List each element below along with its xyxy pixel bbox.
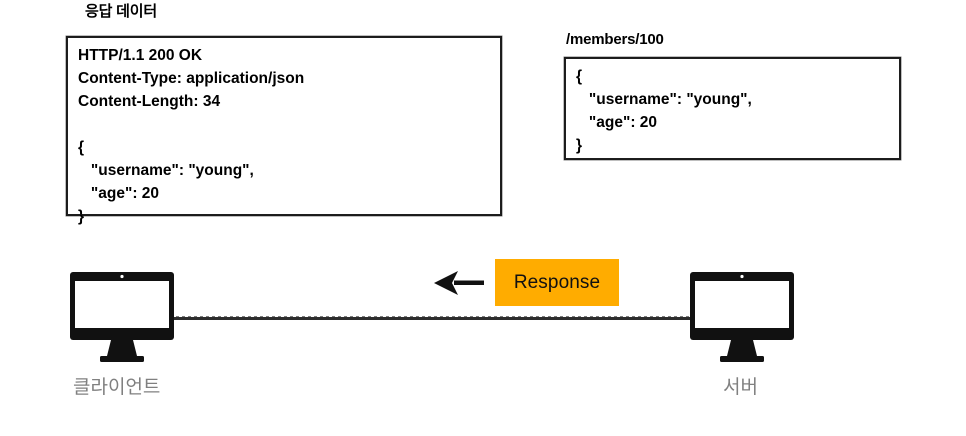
resource-json-box: { "username": "young", "age": 20 } xyxy=(564,57,901,160)
response-message-text: HTTP/1.1 200 OK Content-Type: applicatio… xyxy=(78,44,304,228)
response-badge-label: Response xyxy=(513,271,601,293)
response-message-box: HTTP/1.1 200 OK Content-Type: applicatio… xyxy=(66,36,502,225)
response-status-line: HTTP/1.1 200 OK xyxy=(78,47,203,64)
client-node xyxy=(70,272,174,369)
connection-line xyxy=(170,316,692,320)
response-body-close: } xyxy=(78,208,85,225)
server-node xyxy=(690,272,794,369)
resource-body-username: "username": "young", xyxy=(576,91,752,108)
response-badge: Response xyxy=(495,259,619,306)
resource-body-age: "age": 20 xyxy=(576,114,658,131)
response-body-username: "username": "young", xyxy=(78,162,254,179)
desktop-monitor-icon xyxy=(70,272,174,362)
desktop-monitor-icon xyxy=(690,272,794,362)
resource-body-open: { xyxy=(576,68,583,85)
arrow-left-icon xyxy=(434,271,484,295)
response-blank-line xyxy=(78,113,304,136)
client-label: 클라이언트 xyxy=(73,377,161,398)
response-content-length: Content-Length: 34 xyxy=(78,93,221,110)
server-label: 서버 xyxy=(723,377,758,398)
response-content-type: Content-Type: application/json xyxy=(78,70,305,87)
response-data-caption: 응답 데이터 xyxy=(85,3,157,20)
resource-json-text: { "username": "young", "age": 20 } xyxy=(576,65,752,157)
response-body-open: { xyxy=(78,139,85,156)
response-body-age: "age": 20 xyxy=(78,185,160,202)
response-arrow xyxy=(432,268,490,303)
resource-body-close: } xyxy=(576,137,583,154)
resource-path-caption: /members/100 xyxy=(566,31,664,48)
